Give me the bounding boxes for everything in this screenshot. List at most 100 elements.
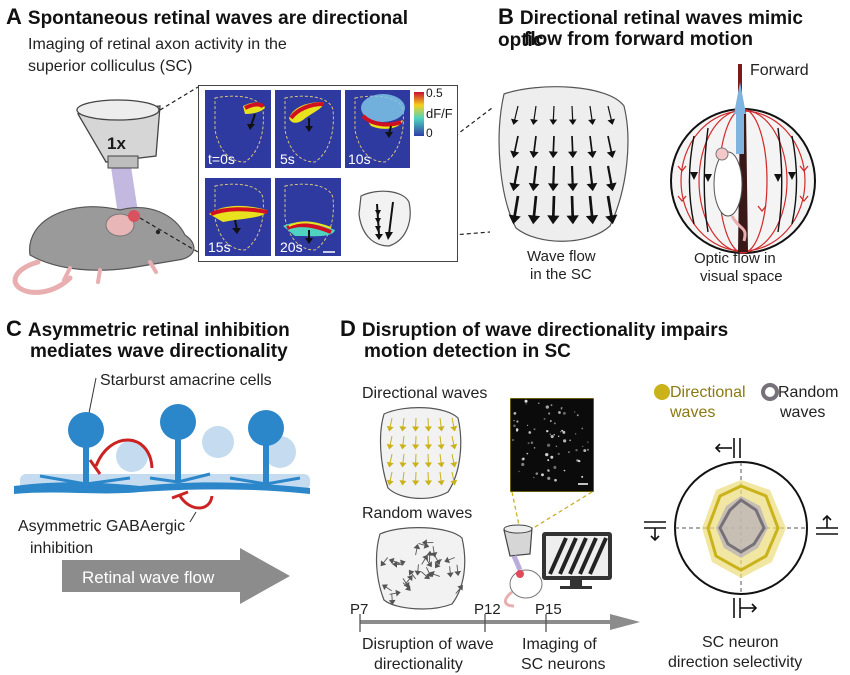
sc-imaging-site	[128, 210, 140, 222]
sc-flow-arrow-head	[585, 214, 599, 225]
directional-arrow-shaft	[439, 453, 442, 464]
directional-arrow-shaft	[402, 471, 405, 482]
neuron-dot	[577, 459, 581, 463]
random-arrow-head	[408, 569, 415, 576]
frame-t0	[205, 90, 271, 168]
neuron-dot	[541, 473, 544, 477]
neuron-dot	[550, 455, 554, 459]
setup-mouse-tail	[504, 590, 515, 608]
forward-arrow-shaft	[736, 114, 744, 154]
sc-flow-arrow-shaft	[588, 195, 594, 217]
neuron-dot	[518, 470, 520, 473]
sc-flow-arrow-shaft	[552, 135, 555, 153]
random-arrow-shaft	[392, 560, 400, 564]
sc-flow-arrow-head	[527, 214, 541, 225]
grating-stimulus	[548, 537, 608, 575]
frame-label-15s: 15s	[208, 239, 231, 255]
sc-flow-arrow-shaft	[533, 135, 537, 153]
objective-tip	[107, 155, 139, 169]
panel-b-title-2: flow from forward motion	[524, 29, 754, 50]
sc-flow-arrow-shaft	[513, 165, 520, 185]
directional-arrow-shaft	[451, 453, 455, 464]
sc-flow-arrow-shaft	[606, 165, 613, 185]
neuron-dots	[511, 399, 589, 482]
neuron-dot	[587, 448, 589, 451]
directional-arrow-head	[412, 426, 420, 432]
neuron-dot	[550, 404, 553, 407]
directional-arrow-shaft	[451, 417, 455, 428]
sc-flow-arrow-head	[549, 119, 558, 126]
random-arrow-shaft	[383, 557, 389, 564]
neuron-dot	[526, 452, 529, 455]
colorbar	[414, 92, 424, 136]
gaba-inhibition	[88, 438, 214, 510]
directional-arrow-head	[386, 461, 394, 468]
sc-flow-arrow-head	[586, 182, 598, 192]
timeline-desc-3a: Imaging of	[522, 636, 597, 653]
neuron-dot	[557, 435, 560, 437]
direction-glyphs	[644, 438, 838, 618]
directional-arrow-shaft	[451, 435, 455, 446]
neuron-dot	[547, 469, 550, 472]
selectivity-label-1: SC neuron	[702, 634, 779, 651]
directional-arrow-head	[412, 480, 420, 486]
directional-arrow-head	[424, 480, 432, 486]
sc-flow-arrow-head	[605, 182, 617, 192]
frame-20s	[275, 178, 341, 256]
tick-label-p12: P12	[474, 601, 501, 618]
zoom-line-bottom	[139, 217, 199, 253]
neuron-dot	[555, 445, 558, 448]
frame-5s	[275, 90, 341, 168]
sc-flow-arrow-head	[588, 118, 596, 125]
panel-d-title-1-text: Disruption of wave directionality impair…	[361, 320, 729, 341]
neuron-dot	[554, 478, 557, 482]
neuron-dot	[563, 411, 566, 415]
random-arrow-head	[444, 556, 451, 564]
neuron-dot	[546, 429, 549, 433]
directional-arrow-head	[412, 462, 420, 468]
neuron-dot	[574, 433, 577, 435]
panel-c-title-1-text: Asymmetric retinal inhibition	[27, 320, 290, 341]
directional-arrow-head	[386, 443, 394, 450]
neuron-dot	[557, 452, 560, 456]
neuron-dot	[546, 443, 551, 447]
sc-flow-arrow-head	[547, 183, 559, 192]
directional-arrow-head	[399, 444, 407, 450]
neuron-dot	[573, 411, 576, 413]
random-arrow-shaft	[417, 564, 419, 572]
retinal-wave-flow-label: Retinal wave flow	[82, 568, 215, 587]
sc-flow-arrow-shaft	[514, 105, 519, 121]
random-arrow-shaft	[415, 548, 418, 556]
panel-c-title-2: mediates wave directionality	[30, 341, 288, 362]
legend-directional-1: Directional	[670, 384, 746, 401]
neuron-dot	[516, 420, 519, 423]
neuron-dot	[560, 408, 563, 410]
neuron-dot	[511, 438, 515, 442]
random-arrow-head	[388, 557, 395, 565]
mouse-eye	[155, 229, 161, 235]
sc-flow-arrow-shaft	[513, 135, 519, 153]
sc-outline	[498, 86, 629, 242]
directional-arrow-head	[424, 444, 432, 450]
directional-arrow-shaft	[402, 435, 405, 446]
random-arrow-shaft	[418, 542, 426, 546]
sc-flow-arrow-shaft	[533, 105, 537, 121]
panel-d-letter: D	[340, 316, 356, 341]
neuron-dot	[527, 442, 530, 445]
sc-flow-arrow-shaft	[589, 135, 593, 153]
neuron-dot	[563, 469, 566, 472]
neuron-dot	[547, 469, 550, 473]
neuron-dot	[576, 414, 579, 417]
neuron-dot	[547, 476, 551, 480]
random-arrow-shaft	[394, 562, 402, 566]
neuron-dot	[558, 411, 561, 414]
mouse-body	[29, 206, 195, 271]
neuron-dot	[581, 427, 584, 430]
timeline-arrow	[359, 614, 640, 632]
directional-arrow-shaft	[389, 471, 393, 482]
random-waves-label: Random waves	[362, 505, 473, 522]
random-arrow-shaft	[425, 567, 430, 574]
random-polygon	[718, 498, 766, 554]
directional-arrow-head	[450, 443, 458, 450]
